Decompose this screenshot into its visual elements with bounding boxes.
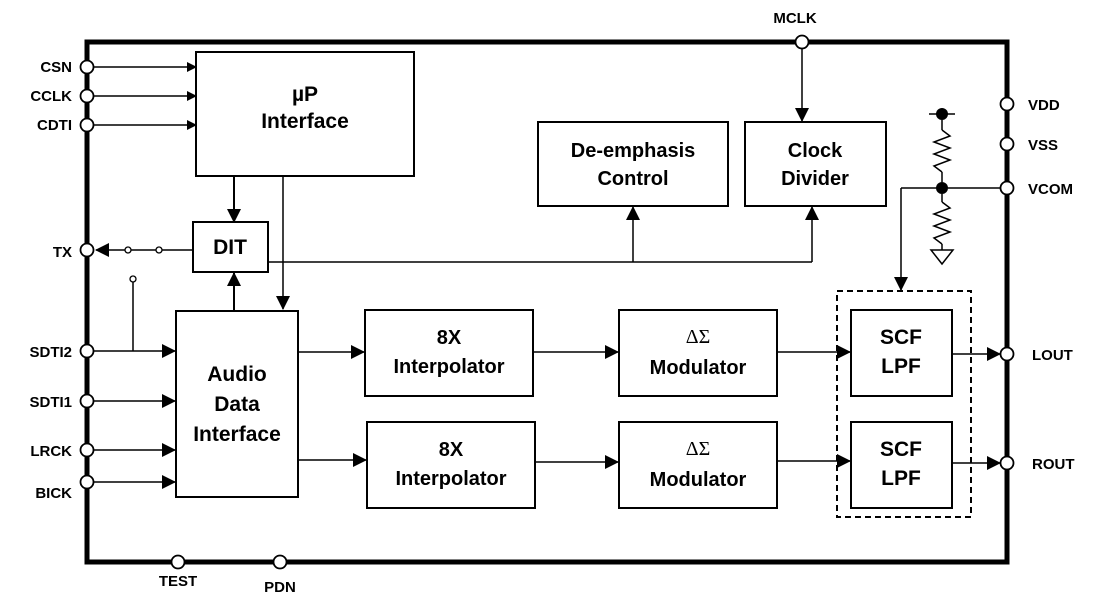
modulator-bottom-label: Modulator <box>650 469 747 491</box>
bick-label: BICK <box>35 485 72 502</box>
de-emphasis-block: De-emphasis Control <box>537 121 729 207</box>
interpolator-bottom-label-2: Interpolator <box>395 468 506 490</box>
cdti-pin <box>79 117 95 133</box>
de-emphasis-label-1: De-emphasis <box>571 140 696 162</box>
clock-divider-block: Clock Divider <box>744 121 887 207</box>
scf-bottom-label-2: LPF <box>881 467 921 490</box>
scf-top-label-1: SCF <box>880 326 922 349</box>
sdti2-label: SDTI2 <box>29 344 72 361</box>
tx-pin <box>79 242 95 258</box>
interpolator-bottom-label-1: 8X <box>439 439 464 461</box>
scf-lpf-top-block: SCF LPF <box>850 309 953 397</box>
up-interface-label-1: µP <box>292 83 318 106</box>
csn-label: CSN <box>40 59 72 76</box>
audio-data-interface-block: Audio Data Interface <box>175 310 299 498</box>
interpolator-top-label-2: Interpolator <box>393 356 504 378</box>
cdti-label: CDTI <box>37 117 72 134</box>
tx-label: TX <box>53 244 72 261</box>
vcom-label: VCOM <box>1028 181 1073 198</box>
modulator-bottom-block: ΔΣ Modulator <box>618 421 778 509</box>
mclk-pin <box>794 34 810 50</box>
cclk-label: CCLK <box>30 88 72 105</box>
vdd-label: VDD <box>1028 97 1060 114</box>
vcom-pin <box>999 180 1015 196</box>
interpolator-top-block: 8X Interpolator <box>364 309 534 397</box>
scf-bottom-label-1: SCF <box>880 438 922 461</box>
up-interface-label-2: Interface <box>261 110 349 133</box>
interpolator-top-label-1: 8X <box>437 327 462 349</box>
interpolator-bottom-block: 8X Interpolator <box>366 421 536 509</box>
modulator-bottom-symbol: ΔΣ <box>686 438 711 460</box>
mclk-label: MCLK <box>773 10 816 27</box>
dit-block: DIT <box>192 221 269 273</box>
lout-pin <box>999 346 1015 362</box>
lout-label: LOUT <box>1032 347 1073 364</box>
scf-lpf-bottom-block: SCF LPF <box>850 421 953 509</box>
up-interface-block: µP Interface <box>195 51 415 177</box>
modulator-top-label: Modulator <box>650 357 747 379</box>
test-label: TEST <box>159 573 197 590</box>
sdti2-pin <box>79 343 95 359</box>
rout-label: ROUT <box>1032 456 1075 473</box>
audio-data-interface-label-2: Data <box>214 393 260 416</box>
vcom-divider-network <box>894 108 1000 291</box>
audio-data-interface-label-3: Interface <box>193 423 281 446</box>
clock-divider-label-2: Divider <box>781 168 849 190</box>
modulator-top-symbol: ΔΣ <box>686 326 711 348</box>
pdn-pin <box>272 554 288 570</box>
rout-pin <box>999 455 1015 471</box>
scf-top-label-2: LPF <box>881 355 921 378</box>
sdti1-label: SDTI1 <box>29 394 72 411</box>
vss-pin <box>999 136 1015 152</box>
vss-label: VSS <box>1028 137 1058 154</box>
dit-label: DIT <box>213 236 247 259</box>
audio-data-interface-label-1: Audio <box>207 363 266 386</box>
lrck-label: LRCK <box>30 443 72 460</box>
clock-divider-label-1: Clock <box>788 140 843 162</box>
pdn-label: PDN <box>264 579 296 596</box>
csn-pin <box>79 59 95 75</box>
cclk-pin <box>79 88 95 104</box>
chip-outline <box>84 39 1010 565</box>
test-pin <box>170 554 186 570</box>
modulator-top-block: ΔΣ Modulator <box>618 309 778 397</box>
bick-pin <box>79 474 95 490</box>
de-emphasis-label-2: Control <box>597 168 668 190</box>
vdd-pin <box>999 96 1015 112</box>
lrck-pin <box>79 442 95 458</box>
sdti1-pin <box>79 393 95 409</box>
